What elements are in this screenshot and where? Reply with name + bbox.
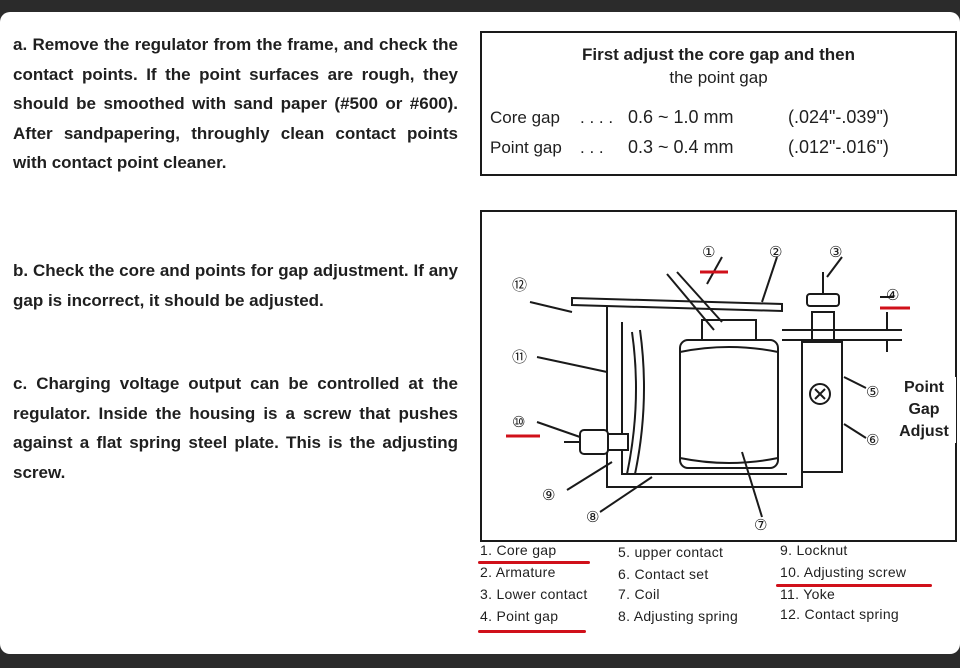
step-b-lead: b. xyxy=(13,261,29,280)
point-gap-metric: 0.3 ~ 0.4 mm xyxy=(628,137,734,157)
legend-item-6: 6. Contact set xyxy=(618,566,709,582)
legend-item-9: 9. Locknut xyxy=(780,542,848,558)
core-gap-metric: 0.6 ~ 1.0 mm xyxy=(628,107,734,127)
point-gap-dots: . . . xyxy=(580,138,604,157)
legend-item-10: 10. Adjusting screw xyxy=(780,564,907,580)
legend-item-12: 12. Contact spring xyxy=(780,606,900,622)
callout-8: ⑧ xyxy=(586,508,599,526)
callout-4: ④ xyxy=(886,286,899,304)
step-b-text: Check the core and points for gap adjust… xyxy=(13,261,458,310)
legend-item-8: 8. Adjusting spring xyxy=(618,608,739,624)
regulator-drawing: ① ② ③ ④ ⑤ ⑥ ⑦ ⑧ ⑨ ⑩ ⑪ ⑫ xyxy=(506,243,910,534)
callout-7: ⑦ xyxy=(754,516,767,534)
coil-body xyxy=(679,339,779,469)
adjusting-screw-head xyxy=(579,429,609,455)
document-page: a. Remove the regulator from the frame, … xyxy=(0,12,960,654)
side-label-line1: Point xyxy=(904,379,944,396)
callout-5: ⑤ xyxy=(866,383,879,401)
spec-title-line2: the point gap xyxy=(669,68,768,87)
callout-3: ③ xyxy=(829,243,842,261)
gap-spec-box: First adjust the core gap and then the p… xyxy=(480,31,957,176)
step-c-lead: c. xyxy=(13,374,28,393)
step-a-lead: a. xyxy=(13,35,28,54)
step-b: b. Check the core and points for gap adj… xyxy=(13,256,458,315)
core-gap-spec: Core gap . . . . 0.6 ~ 1.0 mm (.024"-.039") xyxy=(490,107,889,128)
yoke-inner xyxy=(621,322,787,475)
legend-item-5: 5. upper contact xyxy=(618,544,724,560)
legend-item-3: 3. Lower contact xyxy=(480,586,588,602)
point-gap-label: Point gap xyxy=(490,138,562,157)
core-top xyxy=(701,319,757,341)
side-label-line3: Adjust xyxy=(899,423,949,440)
legend-item-2: 2. Armature xyxy=(480,564,556,580)
callout-6: ⑥ xyxy=(866,431,879,449)
legend-item-11: 11. Yoke xyxy=(780,586,836,602)
step-a-text: Remove the regulator from the frame, and… xyxy=(13,35,458,173)
step-c: c. Charging voltage output can be contro… xyxy=(13,369,458,487)
adjusting-spring xyxy=(626,331,637,475)
spec-title-line1: First adjust the core gap and then xyxy=(582,45,855,64)
step-a: a. Remove the regulator from the frame, … xyxy=(13,30,458,178)
callout-9: ⑨ xyxy=(542,486,555,504)
point-gap-adjust-label: Point Gap Adjust xyxy=(892,377,956,443)
core-gap-imperial: (.024"-.039") xyxy=(788,107,889,127)
parts-legend: 1. Core gap 2. Armature 3. Lower contact… xyxy=(476,540,960,650)
callout-1: ① xyxy=(702,243,715,261)
legend-item-1: 1. Core gap xyxy=(480,542,557,558)
step-c-text: Charging voltage output can be controlle… xyxy=(13,374,458,482)
contact-set xyxy=(801,341,843,473)
core-gap-underline xyxy=(478,561,590,564)
legend-item-4: 4. Point gap xyxy=(480,608,559,624)
point-gap-spec: Point gap . . . 0.3 ~ 0.4 mm (.012"-.016") xyxy=(490,137,889,158)
point-gap-underline xyxy=(478,630,586,633)
contact-screw xyxy=(809,383,831,405)
side-label-line2: Gap xyxy=(908,401,940,418)
lower-contact-post xyxy=(811,311,835,341)
legend-item-7: 7. Coil xyxy=(618,586,660,602)
callout-10: ⑩ xyxy=(512,413,525,431)
callout-2: ② xyxy=(769,243,782,261)
contact-spring-plate xyxy=(571,296,783,313)
regulator-diagram: ① ② ③ ④ ⑤ ⑥ ⑦ ⑧ ⑨ ⑩ ⑪ ⑫ xyxy=(480,210,957,542)
core-gap-dots: . . . . xyxy=(580,108,614,127)
armature-line xyxy=(676,271,723,323)
adjusting-screw-underline xyxy=(776,584,932,587)
core-gap-label: Core gap xyxy=(490,108,560,127)
point-gap-imperial: (.012"-.016") xyxy=(788,137,889,157)
callout-12: ⑫ xyxy=(512,276,527,294)
callout-11: ⑪ xyxy=(512,348,527,366)
